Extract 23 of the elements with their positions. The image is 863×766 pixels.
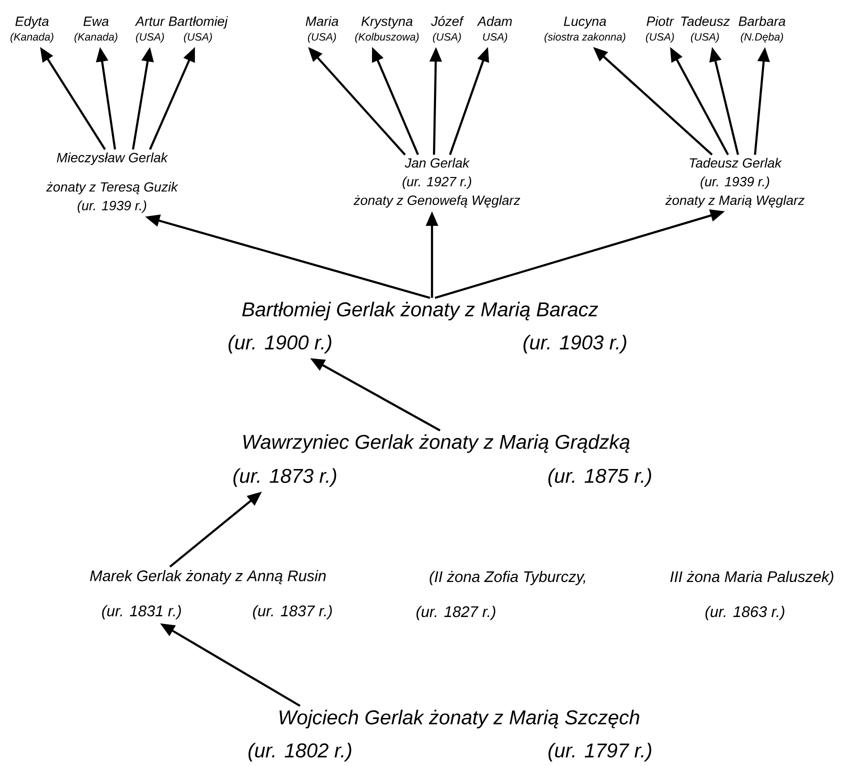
couple-label: Wawrzyniec Gerlak żonaty z Marią Grądzką (ur. 1873 r.) (ur. 1875 r.) (233, 434, 652, 487)
person-label: Ewa (Kanada) (74, 16, 118, 43)
person-label: Adam USA) (476, 16, 512, 43)
person-label: Piotr (USA) (646, 16, 674, 43)
person-label: Barbara (N.Dęba) (738, 16, 786, 43)
person-label: Bartłomiej (USA) (168, 16, 228, 43)
person-label: Lucyna (siostra zakonna) (544, 16, 626, 43)
text-label: (ur. 1863 r.) (706, 606, 784, 620)
person-label: Maria (USA) (306, 16, 338, 43)
couple-label: Marek Gerlak żonaty z Anną Rusin (ur. 1831 r.) (ur. 1837 r.) (90, 570, 332, 620)
text-label: (ur. 1827 r.) (416, 606, 496, 620)
person-label: Edyta (Kanada) (10, 16, 54, 43)
couple-label: Wojciech Gerlak żonaty z Marią Szczęch (ur. 1802 r.) (ur. 1797 r.) (248, 710, 652, 762)
person-label: Artur (USA) (134, 16, 165, 43)
person-label: Krystyna (Kolbuszowa) (355, 16, 419, 43)
person-label: Tadeusz (USA) (681, 16, 730, 43)
text-label: III żona Maria Paluszek) (670, 570, 834, 586)
person-label: Tadeusz Gerlak (ur. 1939 r.) żonaty z Marią Węglarz (665, 158, 804, 208)
person-label: Mieczysław Gerlak żonaty z Teresą Guzik (ur. 1939 r.) (46, 152, 178, 213)
person-label: Józef (USA) (431, 16, 464, 43)
couple-label: Bartłomiej Gerlak żonaty z Marią Baracz (ur. 1900 r.) (ur. 1903 r.) (228, 302, 626, 354)
person-label: Jan Gerlak (ur. 1927 r.) żonaty z Genowefą Węglarz (354, 158, 520, 208)
text-label: (II żona Zofia Tyburczy, (430, 570, 586, 586)
